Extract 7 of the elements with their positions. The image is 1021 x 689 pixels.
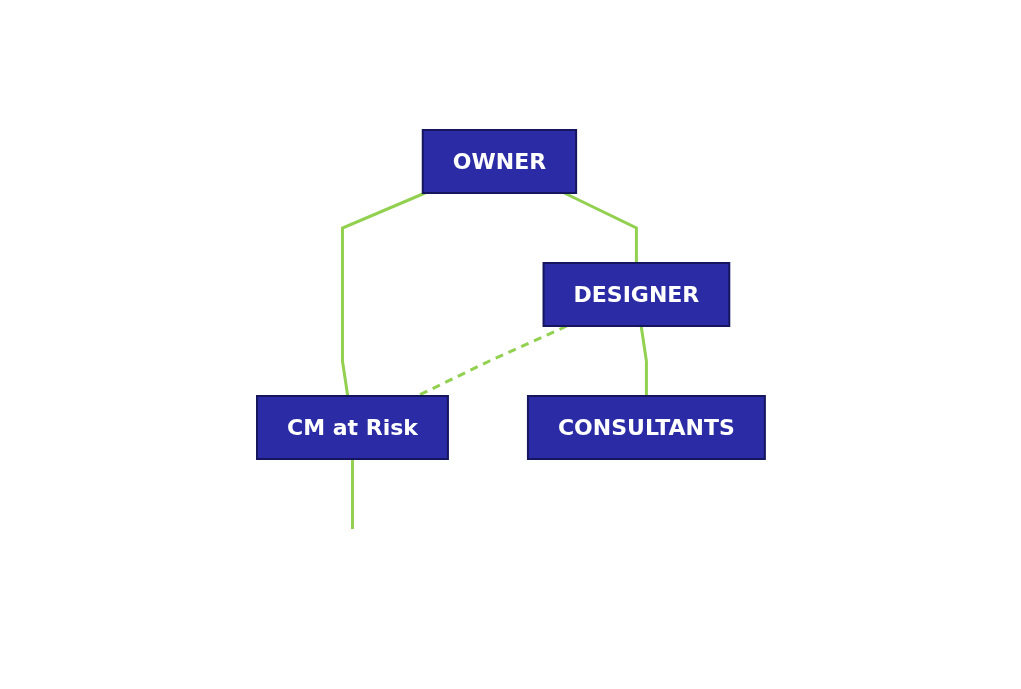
node-box: CONSULTANTS (526, 395, 766, 460)
connector (340, 191, 426, 397)
node-box: DESIGNER (542, 262, 730, 327)
node-box: OWNER (421, 129, 577, 194)
connector (639, 325, 648, 396)
connector (350, 459, 354, 529)
node-box: CM at Risk (255, 395, 449, 460)
